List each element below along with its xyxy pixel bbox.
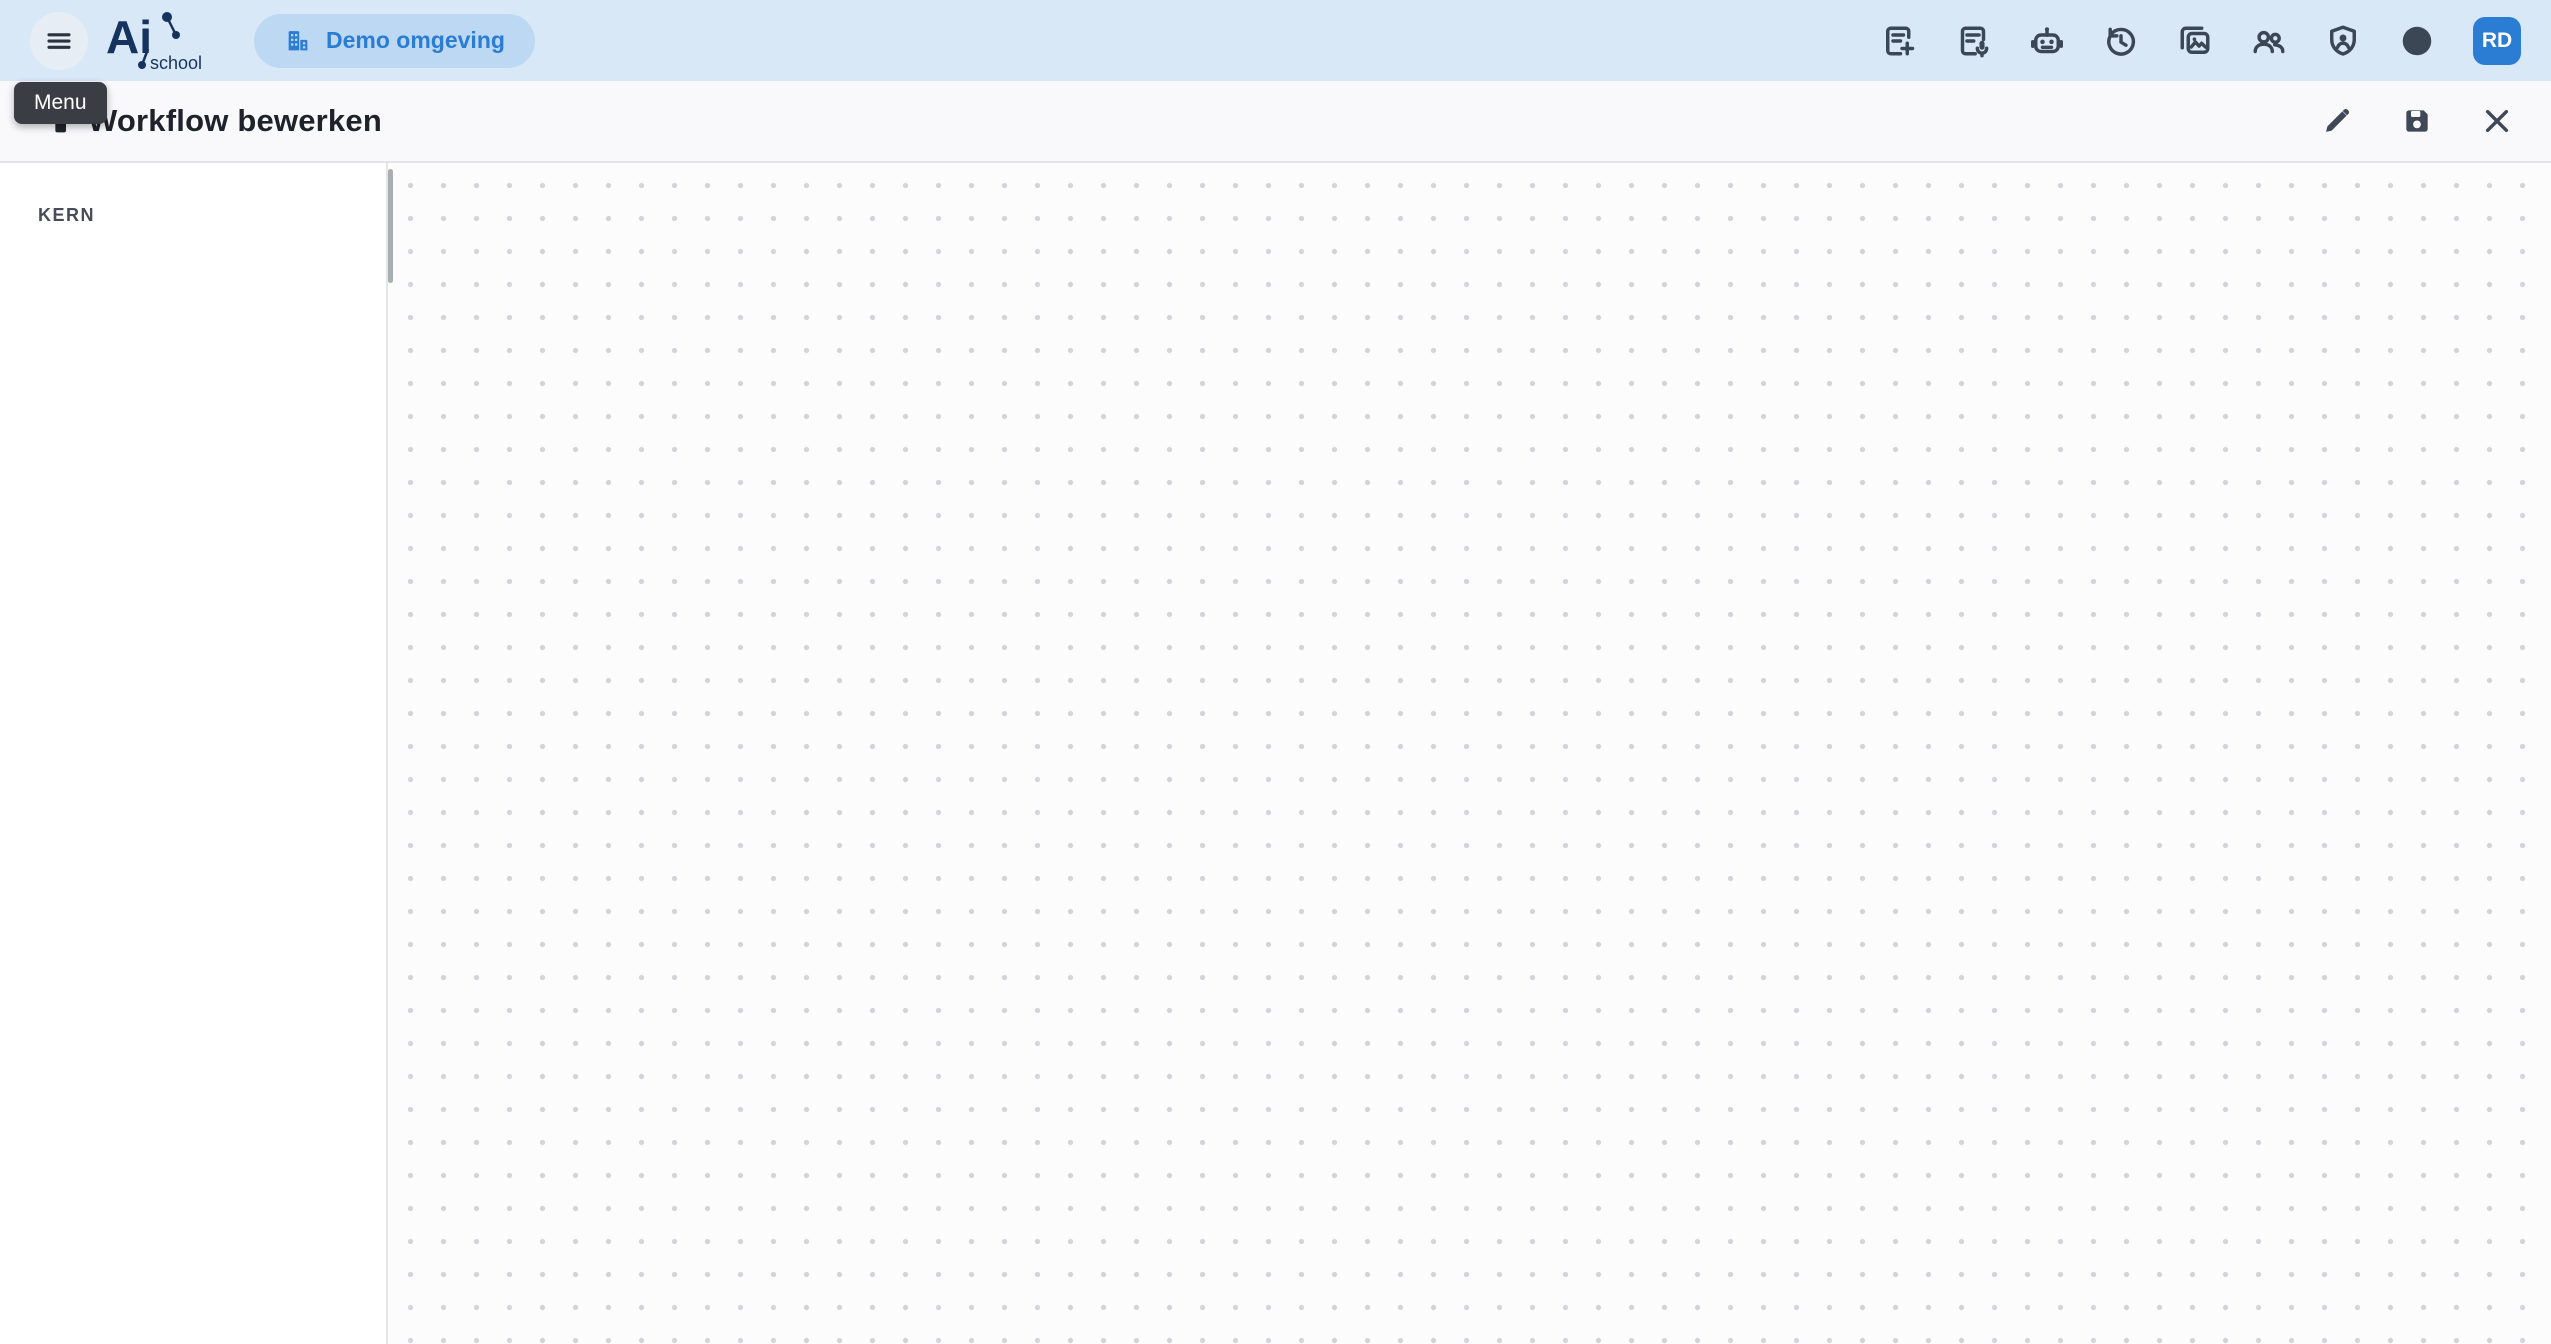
topbar-actions: < path/>? RD: [1881, 16, 2521, 65]
add-note-icon[interactable]: < path/>: [1881, 23, 1917, 59]
logo-sub: school: [150, 53, 202, 73]
menu-button[interactable]: [30, 11, 88, 70]
topbar: Ai school Demo omgeving < path/>? RD: [0, 0, 2551, 81]
close-icon[interactable]: [2481, 105, 2513, 137]
environment-label: Demo omgeving: [326, 27, 505, 53]
page-header: Workflow bewerken: [0, 81, 2551, 163]
shield-user-icon[interactable]: [2325, 23, 2361, 59]
canvas-scrollbar[interactable]: [388, 169, 393, 283]
user-avatar[interactable]: RD: [2473, 16, 2521, 65]
node-palette-sidebar: KERN: [0, 163, 388, 1344]
gallery-icon[interactable]: [2177, 23, 2213, 59]
help-icon[interactable]: ?: [2399, 23, 2435, 59]
sidebar-section-label: KERN: [38, 205, 96, 225]
robot-icon[interactable]: [2029, 23, 2065, 59]
building-icon: [288, 30, 308, 50]
history-icon[interactable]: [2103, 23, 2139, 59]
save-icon[interactable]: [2401, 105, 2433, 137]
page-title: Workflow bewerken: [88, 103, 382, 138]
environment-chip[interactable]: Demo omgeving: [254, 13, 535, 68]
menu-tooltip: Menu: [14, 82, 107, 124]
users-icon[interactable]: [2251, 23, 2287, 59]
app-logo: Ai school: [104, 9, 208, 73]
workflow-canvas[interactable]: [388, 163, 2551, 1344]
logo-text: Ai: [106, 11, 152, 63]
edit-icon[interactable]: [2321, 105, 2353, 137]
transcript-mic-icon[interactable]: [1955, 23, 1991, 59]
svg-text:?: ?: [2411, 30, 2423, 52]
hamburger-icon: [47, 32, 71, 49]
